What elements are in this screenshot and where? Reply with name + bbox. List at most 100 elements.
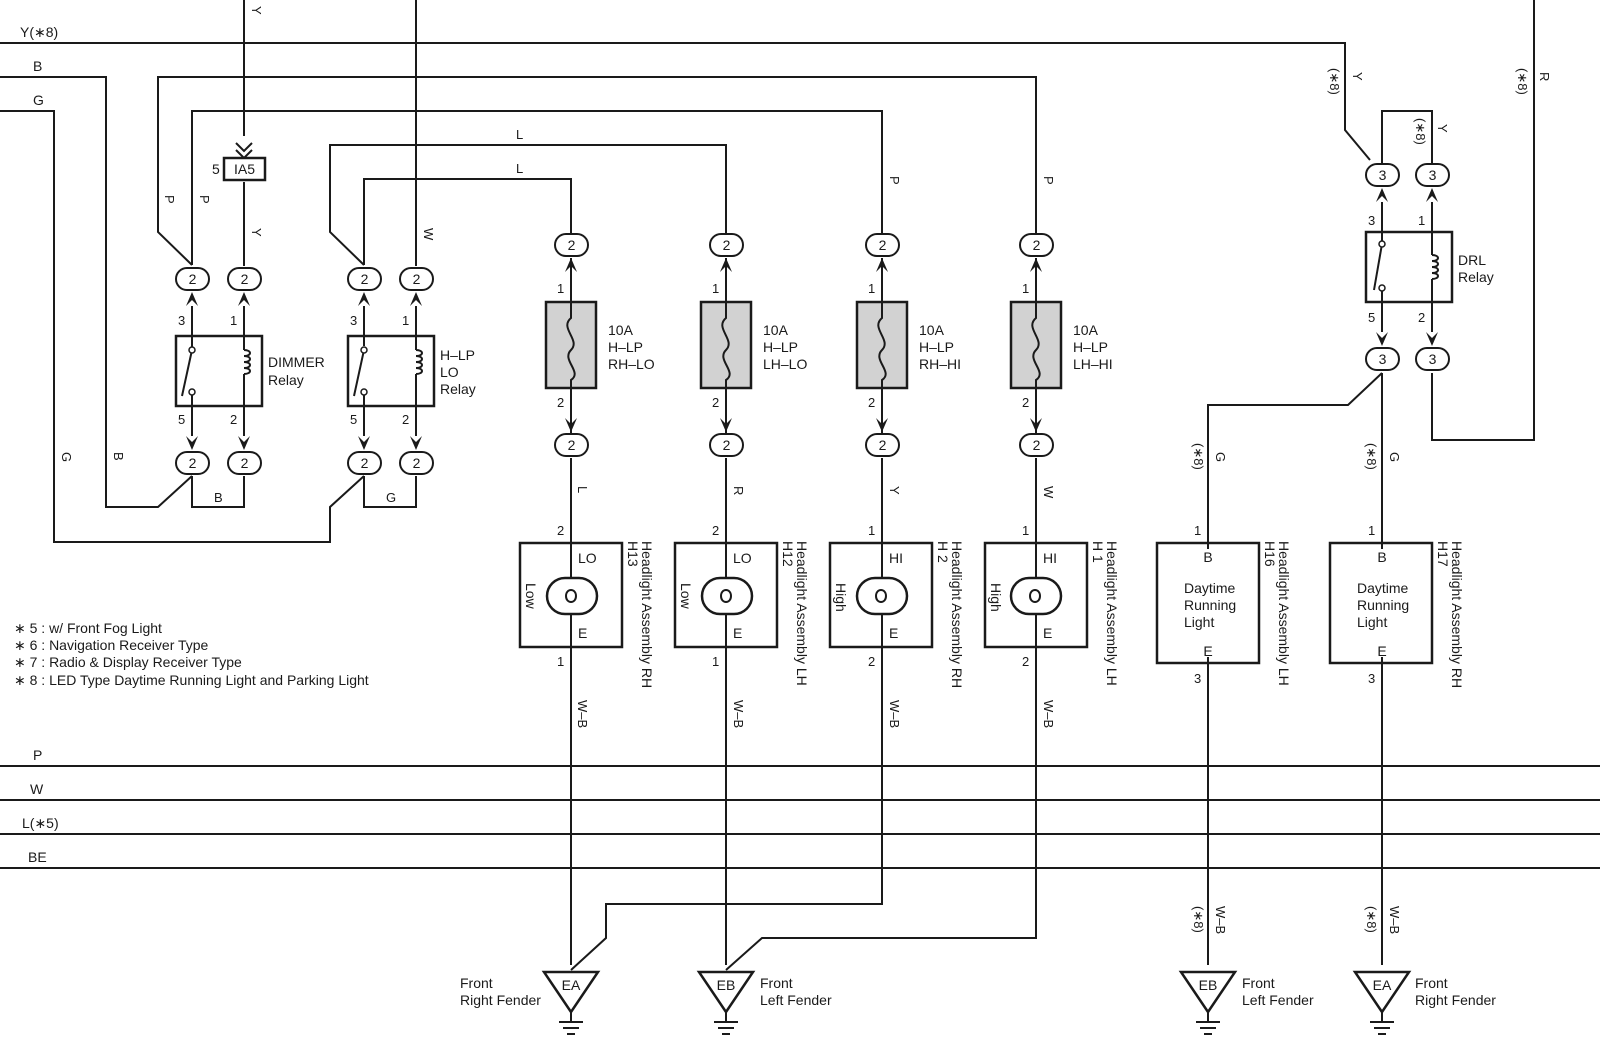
h12-name: Headlight Assembly LH — [794, 541, 810, 686]
ground-1-label-1: Front — [460, 975, 493, 991]
h2-beam: High — [833, 583, 849, 612]
fuse-4-amp: 10A — [1073, 322, 1099, 338]
pin-number: 1 — [1418, 213, 1425, 228]
h2-e: E — [889, 625, 898, 641]
fuse-2-amp: 10A — [763, 322, 789, 338]
pin-number: 2 — [723, 437, 731, 453]
h17-body-3: Light — [1357, 614, 1387, 630]
wire-label: W–B — [1213, 906, 1228, 934]
ground-icon — [696, 970, 756, 1035]
pin-number: 5 — [1368, 310, 1375, 325]
h16-body-3: Light — [1184, 614, 1214, 630]
h13-e: E — [578, 625, 587, 641]
h12-mode: LO — [733, 550, 752, 566]
wire-label: W–B — [887, 700, 902, 728]
pin-number: 1 — [557, 281, 564, 296]
pin-number: 2 — [413, 455, 421, 471]
wire-label: Y — [1435, 124, 1450, 133]
footnotes: ∗ 5 : w/ Front Fog Light ∗ 6 : Navigatio… — [14, 620, 369, 688]
ground-3-label-2: Left Fender — [1242, 992, 1314, 1008]
note-7: ∗ 7 : Radio & Display Receiver Type — [14, 654, 242, 670]
ground-1-label-2: Right Fender — [460, 992, 541, 1008]
pin-number: 2 — [712, 523, 719, 538]
relay-circuit-wires — [157, 0, 1535, 971]
wire-label: W–B — [575, 700, 590, 728]
pin-number: 2 — [568, 437, 576, 453]
fuse-3-name: H–LP — [919, 339, 954, 355]
bus-label-w: W — [30, 781, 44, 797]
pin-number: 2 — [189, 455, 197, 471]
wire-label: P — [887, 176, 902, 185]
wire-label: W — [1041, 486, 1056, 499]
h12-code: H12 — [780, 541, 796, 567]
pin-number: 2 — [230, 412, 237, 427]
pin-number: 2 — [413, 271, 421, 287]
wire-label: G — [1213, 452, 1228, 462]
bulb-icon — [700, 576, 754, 616]
bottom-bus-wires: P W L(∗5) BE — [0, 747, 1600, 869]
ground-1-code: EA — [562, 977, 581, 993]
pin-number: 3 — [1368, 213, 1375, 228]
wire-label: (∗8) — [1191, 443, 1206, 470]
ground-4-label-1: Front — [1415, 975, 1448, 991]
pin-number: 1 — [868, 523, 875, 538]
wire-label: W — [421, 228, 436, 241]
wire-label: R — [1537, 72, 1552, 81]
h17-code: H17 — [1435, 541, 1451, 567]
pin-number: 1 — [1368, 523, 1375, 538]
h13-mode: LO — [578, 550, 597, 566]
pin-number: 2 — [241, 271, 249, 287]
wire-label: Y — [249, 6, 264, 15]
h17-top: B — [1377, 549, 1386, 565]
pin-number: 1 — [712, 654, 719, 669]
ia5-pin: 5 — [212, 161, 220, 177]
ground-icon — [1178, 970, 1238, 1035]
h12-beam: Low — [678, 583, 694, 610]
wire-label: (∗8) — [1327, 68, 1342, 95]
h2-mode: HI — [889, 550, 903, 566]
wire-label: G — [386, 490, 396, 505]
pin-numbers: 3 1 5 2 3 1 5 2 1 1 1 1 2 2 2 2 2 2 1 1 … — [178, 213, 1425, 686]
grounds: EA EB EB EA Front Right Fender Front Lef… — [460, 970, 1496, 1035]
h1-e: E — [1043, 625, 1052, 641]
pin-number: 2 — [868, 654, 875, 669]
ground-2-code: EB — [717, 977, 736, 993]
pin-number: 2 — [879, 237, 887, 253]
ground-icon — [1352, 970, 1412, 1035]
bus-label-g: G — [33, 92, 44, 108]
pin-number: 2 — [557, 395, 564, 410]
ground-2-label-1: Front — [760, 975, 793, 991]
wire-label: P — [162, 195, 177, 204]
h16-name: Headlight Assembly LH — [1276, 541, 1292, 686]
fuse-4-name: H–LP — [1073, 339, 1108, 355]
h16-body-2: Running — [1184, 597, 1236, 613]
h2-code: H 2 — [935, 541, 951, 563]
pin-number: 1 — [230, 313, 237, 328]
headlight-assemblies: LO LO HI HI E E E E Low Low High High H1… — [518, 541, 1120, 688]
wire-label: G — [59, 452, 74, 462]
bus-label-be: BE — [28, 849, 47, 865]
drl-relay-label-2: Relay — [1458, 269, 1494, 285]
pin-number: 2 — [712, 395, 719, 410]
wire-label: Y — [1350, 72, 1365, 81]
pin-number: 2 — [1033, 237, 1041, 253]
pin-number: 1 — [1022, 281, 1029, 296]
bus-label-y8: Y(∗8) — [20, 24, 58, 40]
ground-3-code: EB — [1199, 977, 1218, 993]
h17-body-2: Running — [1357, 597, 1409, 613]
hlp-lo-relay-label-1: H–LP — [440, 347, 475, 363]
pin-number: 1 — [712, 281, 719, 296]
bulb-icon — [855, 576, 909, 616]
bus-label-b: B — [33, 58, 42, 74]
pin-number: 3 — [1429, 167, 1437, 183]
pin-number: 2 — [723, 237, 731, 253]
drl-relay: DRL Relay — [1364, 230, 1494, 304]
h17-bottom: E — [1377, 643, 1386, 659]
pin-number: 2 — [568, 237, 576, 253]
pin-number: 3 — [1379, 167, 1387, 183]
wire-label: (∗8) — [1364, 906, 1379, 933]
h16-top: B — [1203, 549, 1212, 565]
pin-number: 1 — [868, 281, 875, 296]
pin-number: 1 — [1194, 523, 1201, 538]
wire-label: L — [516, 127, 523, 142]
